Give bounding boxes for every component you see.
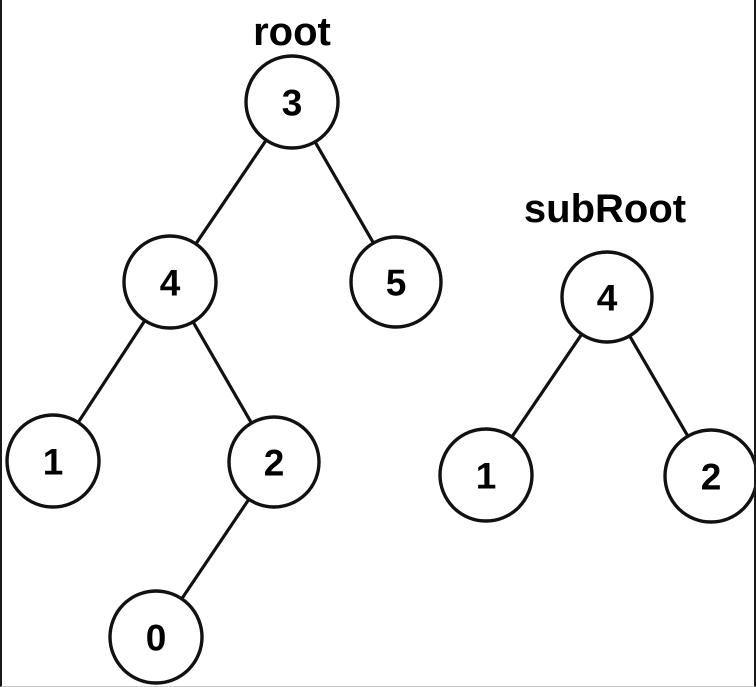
tree-node-root-1[interactable]: 1: [5, 413, 101, 509]
tree-node-subRoot-2[interactable]: 2: [663, 428, 756, 524]
tree-edge-s4-s1: [509, 330, 585, 441]
node-circle: [5, 413, 101, 509]
node-value-label: 2: [701, 457, 722, 498]
node-value-label: 2: [264, 443, 285, 484]
node-circle: [663, 428, 754, 524]
node-circle: [560, 250, 654, 344]
root-label: root: [253, 10, 331, 54]
tree-edge-s4-s2: [627, 332, 691, 440]
tree-node-root-0[interactable]: 0: [108, 589, 204, 685]
tree-edge-r3-r5: [312, 138, 377, 247]
tree-node-root-5[interactable]: 5: [349, 235, 443, 329]
node-circle: [244, 54, 340, 150]
label-layer: root subRoot: [253, 10, 686, 231]
node-value-label: 1: [43, 442, 64, 483]
node-value-label: 5: [386, 263, 407, 304]
tree-edge-r4-r1: [75, 317, 148, 426]
subroot-label: subRoot: [524, 187, 686, 231]
tree-edge-r3-r4: [193, 136, 269, 248]
tree-node-root-3[interactable]: 3: [244, 54, 340, 150]
node-value-label: 3: [282, 83, 303, 124]
tree-edge-r2-r0: [178, 496, 252, 603]
tree-node-root-4[interactable]: 4: [122, 234, 218, 330]
node-circle: [108, 589, 204, 685]
node-value-label: 4: [160, 263, 181, 304]
tree-node-subRoot-4[interactable]: 4: [560, 250, 654, 344]
node-value-label: 4: [597, 278, 618, 319]
node-value-label: 1: [476, 456, 497, 497]
tree-edge-r4-r2: [190, 318, 255, 427]
node-circle: [438, 427, 534, 523]
node-circle: [349, 235, 443, 329]
node-circle: [227, 415, 321, 509]
node-circle: [122, 234, 218, 330]
node-layer: 3 4 5 1 2 0 4 1 2: [5, 54, 756, 685]
tree-node-root-2[interactable]: 2: [227, 415, 321, 509]
edge-layer: [75, 136, 691, 603]
node-value-label: 0: [146, 618, 167, 659]
tree-node-subRoot-1[interactable]: 1: [438, 427, 534, 523]
